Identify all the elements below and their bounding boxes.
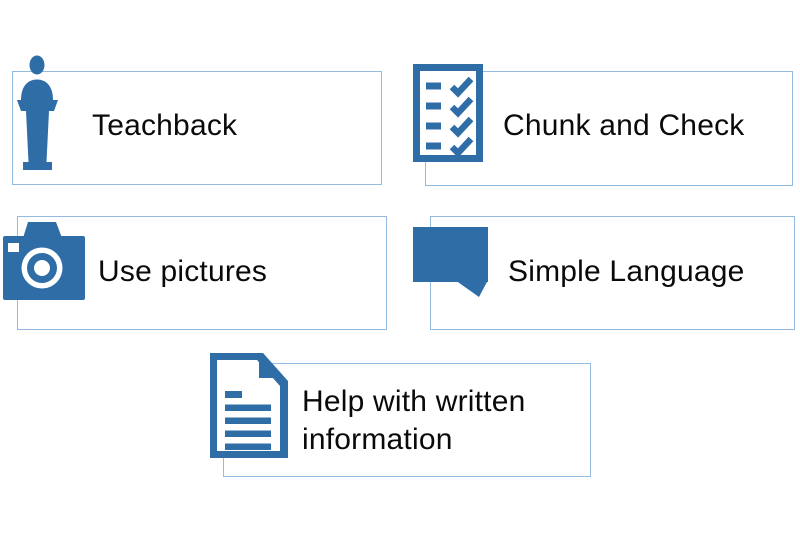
use-pictures-label: Use pictures [98,255,268,288]
teachback-box [12,71,382,185]
checklist-icon [413,64,483,162]
speech-bubble-icon [413,227,488,297]
camera-icon [3,222,85,300]
chunk-and-check-label: Chunk and Check [503,109,745,142]
person-at-lectern-icon [17,55,58,170]
help-written-label: Help with written information [302,385,526,456]
simple-language-label: Simple Language [508,255,745,288]
document-icon [210,353,288,458]
teachback-label: Teachback [92,109,238,142]
